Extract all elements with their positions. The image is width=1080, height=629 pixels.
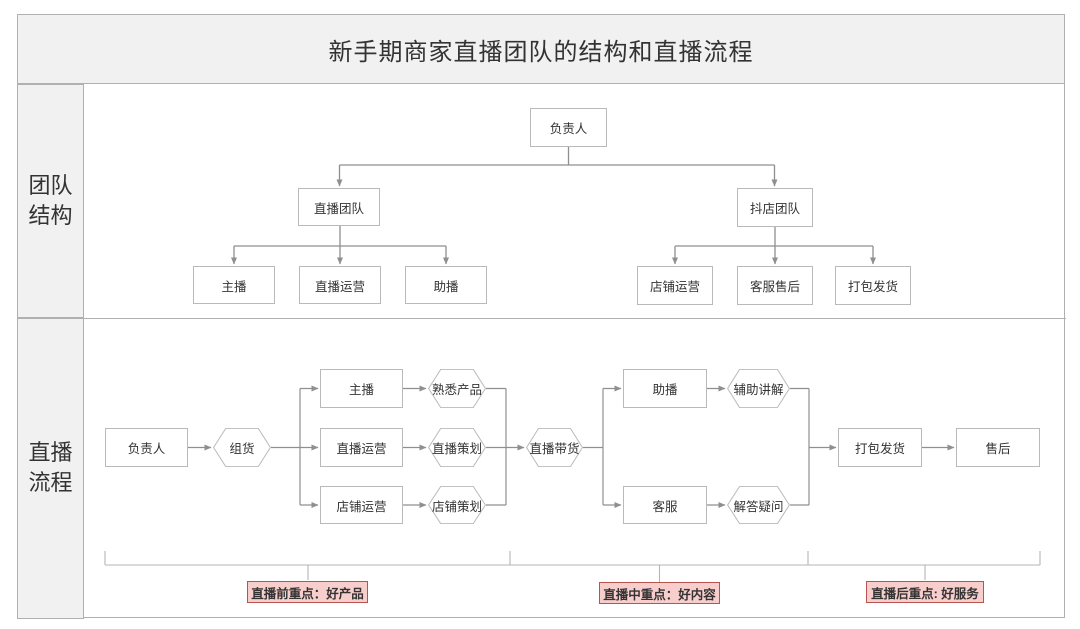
- node-team-shop-ops-label: 店铺运营: [649, 280, 700, 294]
- node-team-shop-ops[interactable]: 店铺运营: [637, 266, 713, 305]
- node-team-packing-label: 打包发货: [847, 280, 898, 294]
- node-team-shop-team-label: 抖店团队: [749, 202, 800, 216]
- node-flow-packing[interactable]: 打包发货: [838, 428, 922, 467]
- node-team-packing[interactable]: 打包发货: [835, 266, 911, 305]
- node-flow-leader-label: 负责人: [127, 442, 166, 456]
- node-flow-live-planning[interactable]: 直播策划: [428, 428, 486, 467]
- title-bar: 新手期商家直播团队的结构和直播流程: [17, 14, 1065, 84]
- node-team-live-ops-label: 直播运营: [314, 279, 365, 294]
- node-flow-know-product-label: 熟悉产品: [431, 383, 482, 397]
- node-flow-aid-explain-label: 辅助讲解: [733, 383, 784, 397]
- diagram-frame: [17, 14, 1065, 618]
- callout-during-live-label: 直播中重点：好内容: [603, 587, 716, 602]
- node-flow-live-planning-label: 直播策划: [431, 442, 482, 456]
- row-divider: [17, 318, 1066, 319]
- node-flow-shop-ops-label: 店铺运营: [336, 499, 387, 514]
- node-flow-anchor[interactable]: 主播: [320, 369, 403, 408]
- node-team-co-anchor[interactable]: 助播: [405, 266, 487, 304]
- node-team-cs-aftersale[interactable]: 客服售后: [737, 266, 813, 305]
- node-team-root[interactable]: 负责人: [530, 108, 607, 147]
- node-flow-live-ops-label: 直播运营: [336, 442, 387, 456]
- row-label-team-structure: 团队结构: [17, 84, 84, 318]
- node-flow-anchor-label: 主播: [348, 383, 374, 397]
- node-team-cs-aftersale-label: 客服售后: [749, 280, 800, 294]
- node-flow-shop-planning-label: 店铺策划: [431, 499, 482, 514]
- node-flow-shop-planning[interactable]: 店铺策划: [428, 486, 486, 524]
- node-flow-co-anchor-label: 助播: [652, 383, 678, 397]
- node-team-live-team-label: 直播团队: [313, 201, 364, 216]
- node-flow-answer-questions[interactable]: 解答疑问: [727, 486, 790, 524]
- row-label-live-process: 直播流程: [17, 317, 84, 619]
- callout-post-live-label: 直播后重点: 好服务: [871, 586, 979, 601]
- node-flow-leader[interactable]: 负责人: [105, 428, 188, 467]
- node-flow-know-product[interactable]: 熟悉产品: [428, 369, 486, 408]
- node-flow-customer-service-label: 客服: [652, 499, 678, 514]
- node-flow-shop-ops[interactable]: 店铺运营: [320, 486, 403, 524]
- node-team-anchor[interactable]: 主播: [193, 266, 275, 304]
- node-flow-aid-explain[interactable]: 辅助讲解: [727, 369, 790, 408]
- node-flow-answer-questions-label: 解答疑问: [733, 499, 784, 514]
- callout-pre-live[interactable]: 直播前重点：好产品: [247, 581, 368, 603]
- node-flow-aftersale[interactable]: 售后: [956, 428, 1040, 467]
- node-flow-live-ops[interactable]: 直播运营: [320, 428, 403, 467]
- callout-during-live[interactable]: 直播中重点：好内容: [599, 582, 720, 604]
- diagram-title: 新手期商家直播团队的结构和直播流程: [328, 38, 754, 66]
- node-team-anchor-label: 主播: [221, 279, 247, 294]
- callout-post-live[interactable]: 直播后重点: 好服务: [866, 581, 984, 603]
- callout-pre-live-label: 直播前重点：好产品: [251, 586, 364, 601]
- node-team-live-ops[interactable]: 直播运营: [299, 266, 381, 304]
- node-team-root-label: 负责人: [549, 122, 588, 136]
- node-flow-customer-service[interactable]: 客服: [623, 486, 707, 524]
- node-flow-co-anchor[interactable]: 助播: [623, 369, 707, 408]
- node-flow-assemble-goods-label: 组货: [229, 442, 255, 456]
- node-flow-live-selling[interactable]: 直播带货: [526, 428, 583, 467]
- row-label-live-process-text: 直播流程: [28, 440, 73, 495]
- node-flow-assemble-goods[interactable]: 组货: [213, 428, 271, 467]
- node-team-live-team[interactable]: 直播团队: [298, 188, 380, 226]
- node-team-co-anchor-label: 助播: [433, 279, 459, 294]
- node-team-shop-team[interactable]: 抖店团队: [737, 188, 813, 227]
- node-flow-packing-label: 打包发货: [854, 442, 905, 456]
- row-label-team-structure-text: 团队结构: [28, 173, 73, 228]
- node-flow-live-selling-label: 直播带货: [529, 442, 580, 456]
- node-flow-aftersale-label: 售后: [985, 442, 1011, 456]
